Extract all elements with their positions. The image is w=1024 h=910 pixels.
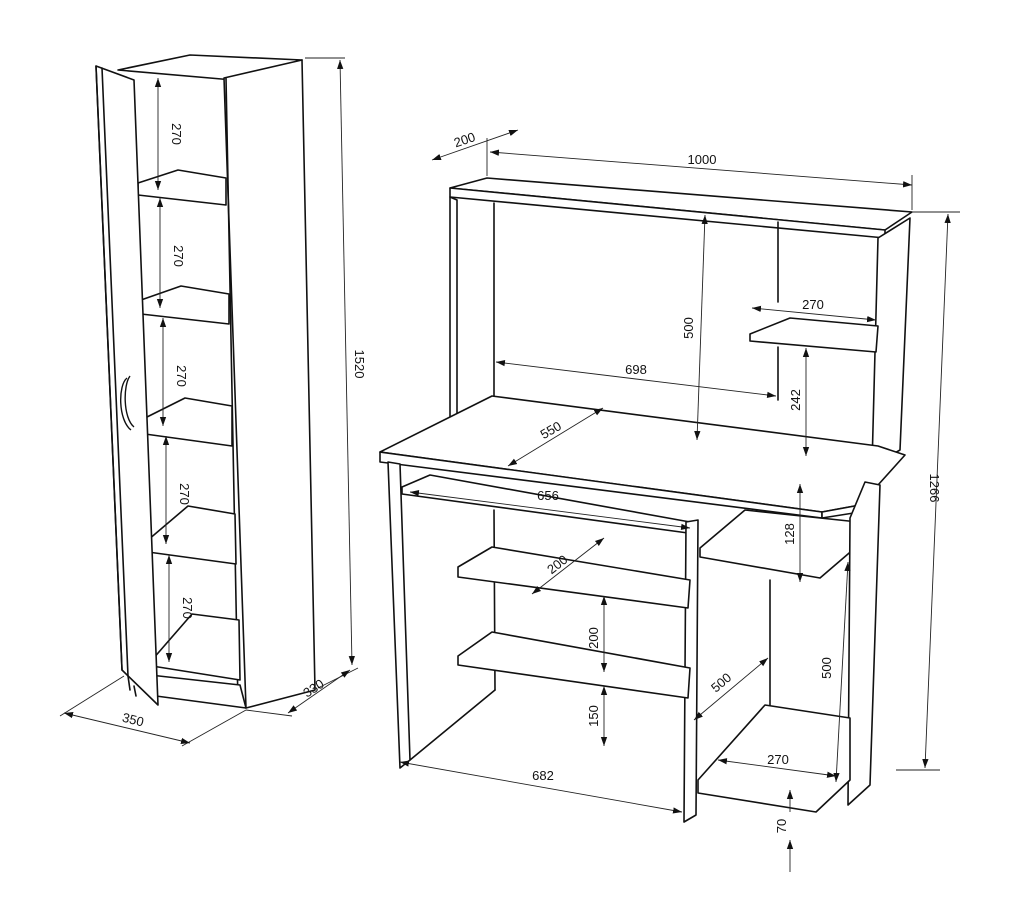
lower-shelf [457,631,691,699]
cabinet-shelf [140,285,230,325]
dim-label: 150 [586,705,601,727]
computer-desk [379,177,913,823]
lower-shelf [457,546,691,609]
dim-label: 270 [802,297,824,312]
cabinet-shelf [147,505,237,565]
dim-label: 270 [177,483,192,505]
dim-label: 270 [174,365,189,387]
dim-label: 200 [586,627,601,649]
dim-label: 698 [625,362,647,377]
dim-label: 500 [819,657,834,679]
dim-label: 1000 [688,152,717,167]
cabinet-shelf [137,169,227,206]
dim-label: 1266 [927,474,942,503]
dim-label: 1520 [352,350,367,379]
dimension-labels: 270 270 270 270 270 1520 350 330 200 100… [121,123,942,833]
dim-label: 270 [169,123,184,145]
hutch-right-side [871,217,911,467]
dim-label: 242 [788,389,803,411]
cabinet-shelf [144,397,233,447]
desk-left-leg [387,461,411,769]
dim-label: 270 [767,752,789,767]
hutch-shelf [749,317,879,353]
cabinet-plinth [149,674,247,709]
door-handle-icon [120,377,132,431]
dim-label: 656 [537,488,559,503]
dim-label: 500 [708,670,734,695]
dim-label: 270 [180,597,195,619]
cabinet-shelf [151,613,241,681]
cabinet-side-panel [223,59,316,709]
dim-label: 70 [774,819,789,833]
dimension-lines [59,57,960,872]
hutch-left-side [449,196,458,419]
dim-label: 682 [532,768,554,783]
dim-label: 500 [681,317,696,339]
dim-label: 200 [452,129,477,150]
side-shelf [699,509,859,579]
tall-cabinet [95,54,316,709]
dim-label: 350 [121,710,146,730]
dim-label: 128 [782,523,797,545]
dim-label: 270 [171,245,186,267]
desk-right-side [847,481,881,806]
